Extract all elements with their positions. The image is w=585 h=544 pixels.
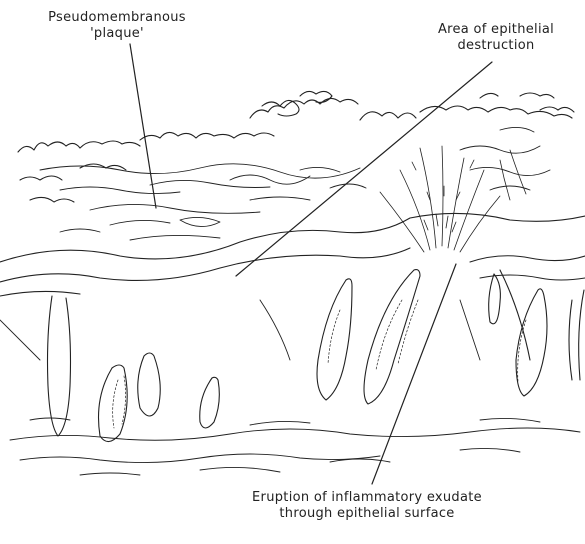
leader-lines xyxy=(130,44,492,484)
leader-line-destruction xyxy=(236,62,492,276)
plaque-fibrin-streaks xyxy=(40,127,550,240)
label-eruption-line2: through epithelial surface xyxy=(212,506,522,522)
label-pseudomembranous-plaque: Pseudomembranous 'plaque' xyxy=(22,10,212,42)
leader-line-plaque xyxy=(130,44,156,208)
label-plaque-line1: Pseudomembranous xyxy=(22,10,212,26)
label-destruction-line1: Area of epithelial xyxy=(410,22,582,38)
label-exudate-eruption: Eruption of inflammatory exudate through… xyxy=(212,490,522,522)
exudate-radiating-strands xyxy=(380,146,526,252)
lamina-propria-fibres xyxy=(0,300,580,475)
label-destruction-line2: destruction xyxy=(410,38,582,54)
label-eruption-line1: Eruption of inflammatory exudate xyxy=(212,490,522,506)
epithelial-surface-lines xyxy=(0,213,585,296)
connective-tissue-papillae xyxy=(48,270,585,442)
label-plaque-line2: 'plaque' xyxy=(22,26,212,42)
label-epithelial-destruction: Area of epithelial destruction xyxy=(410,22,582,54)
